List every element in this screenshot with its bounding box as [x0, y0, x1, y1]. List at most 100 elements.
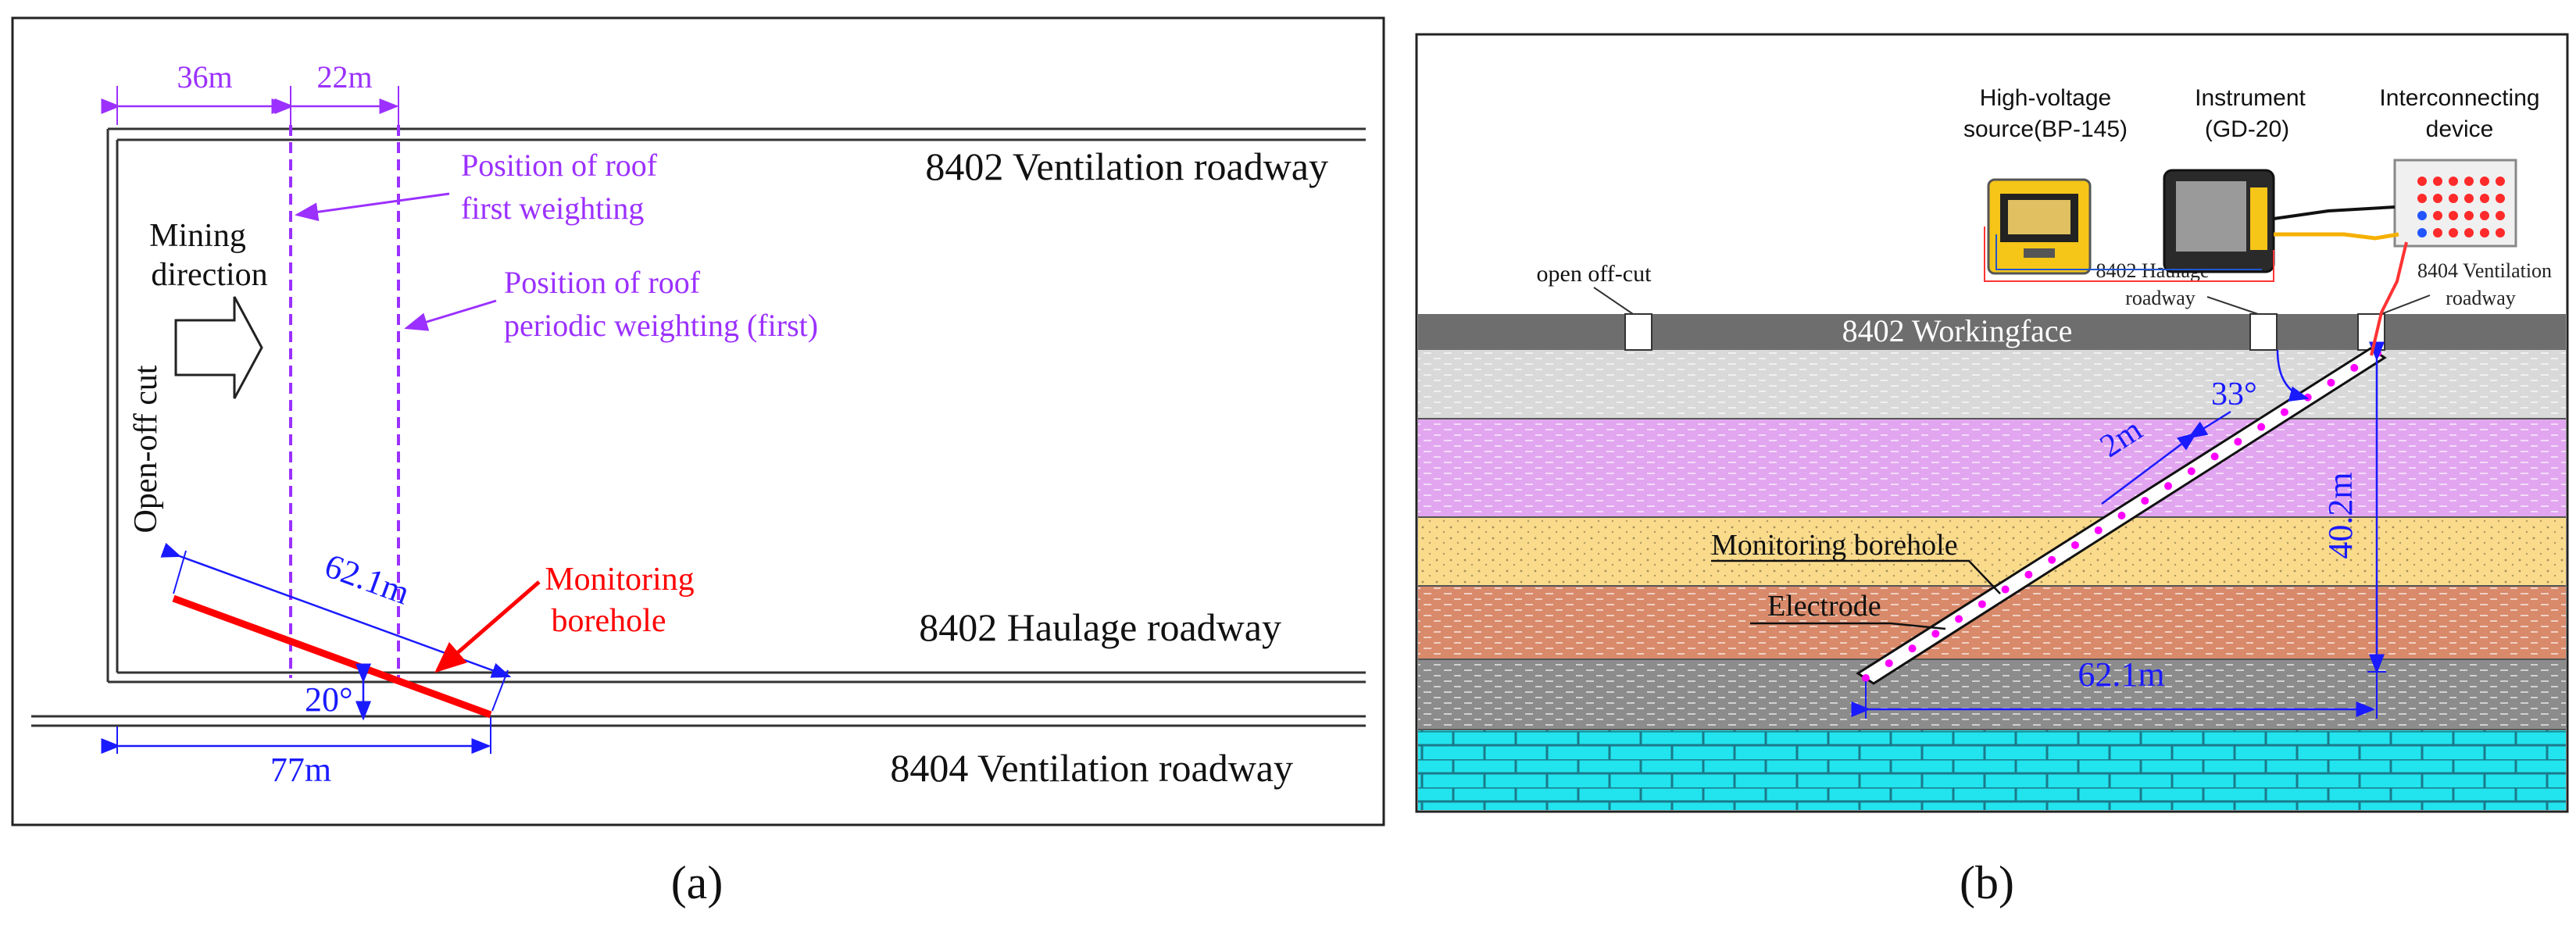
open-off-cut-label: Open-off cut [128, 365, 164, 533]
high-voltage-source-icon [1987, 178, 2092, 275]
cable-red-source [1984, 227, 2274, 282]
interconnect-label-2: device [2426, 116, 2494, 142]
connector-port-icon [2464, 211, 2474, 220]
electrode-dot [1978, 600, 1986, 609]
connector-port-icon [2449, 211, 2458, 220]
electrode-dot [2024, 570, 2033, 579]
connector-port-icon [2480, 228, 2489, 237]
connector-port-icon [2480, 177, 2489, 186]
connector-port-icon [2496, 177, 2505, 186]
vent-label-1: 8404 Ventilation [2417, 259, 2552, 282]
angle-label: 20° [305, 680, 353, 719]
electrode-label: Electrode [1767, 590, 1881, 623]
electrode-dot [2117, 512, 2126, 519]
hv-source-label-2: source(BP-145) [1963, 116, 2128, 142]
connector-port-icon [2480, 194, 2489, 203]
electrode-dot [1955, 615, 1963, 623]
connector-port-icon [2417, 211, 2427, 220]
connector-port-icon [2417, 228, 2427, 237]
layer-6-limestone [1418, 730, 2566, 810]
electrode-dot [2374, 349, 2381, 357]
connector-port-icon [2464, 194, 2474, 203]
connector-port-icon [2464, 228, 2474, 237]
monitoring-borehole-arrow [434, 580, 541, 673]
mining-direction-arrow-icon [174, 296, 263, 399]
workingface-label: 8402 Workingface [1842, 313, 2073, 348]
electrode-dot [1885, 659, 1893, 668]
connector-port-icon [2449, 177, 2458, 186]
cable-blue-source [1995, 234, 2262, 270]
connector-port-icon [2496, 194, 2505, 203]
electrode-dot [1908, 644, 1917, 653]
hv-source-label-1: High-voltage [1980, 85, 2111, 111]
electrode-dot [2070, 541, 2079, 549]
connector-port-icon [2496, 228, 2505, 237]
electrode-dot [2327, 378, 2335, 387]
ventilation-roadway-8404-label: 8404 Ventilation roadway [890, 746, 1293, 790]
haulage-roadway-opening [2249, 313, 2278, 351]
connector-port-icon [2496, 211, 2505, 220]
periodic-weighting-arrow [404, 299, 497, 331]
instrument-label-1: Instrument [2195, 85, 2306, 111]
connector-port-icon [2417, 194, 2427, 203]
cable-yellow [2274, 232, 2399, 241]
electrode-dot [2234, 437, 2242, 446]
cable-black [2273, 205, 2396, 220]
electrode-dot [2210, 452, 2219, 461]
electrode-dot [2094, 526, 2103, 534]
connector-port-icon [2433, 177, 2442, 186]
electrode-dot [1862, 674, 1870, 682]
ventilation-roadway-8402-label: 8402 Ventilation roadway [925, 145, 1328, 188]
electrode-dot [2001, 585, 2010, 594]
connector-port-icon [2433, 228, 2442, 237]
connector-port-icon [2433, 211, 2442, 220]
open-off-cut-opening [1624, 313, 1652, 351]
panel-b: 8402 Workingface open off-cut 8402 Haula… [1415, 33, 2569, 908]
interconnecting-device-icon [2393, 159, 2517, 248]
electrodes [1862, 349, 2381, 682]
panel-a: 36m 22m Position of roof first weighting… [11, 16, 1385, 908]
electrode-dot [2164, 482, 2173, 491]
electrode-dot [2141, 497, 2149, 505]
electrode-dot [2280, 408, 2288, 416]
angle-label-b: 33° [2211, 377, 2257, 412]
haulage-roadway-8402-label: 8402 Haulage roadway [919, 605, 1281, 649]
cable-red-borehole [2370, 241, 2408, 356]
electrode-dot [2187, 467, 2195, 476]
electrode-dot [2257, 423, 2266, 431]
vent-label-2: roadway [2446, 287, 2516, 309]
dim-36-label: 36m [177, 59, 232, 95]
panel-a-caption: (a) [671, 857, 723, 908]
periodic-weighting-label-2: periodic weighting (first) [504, 308, 818, 343]
haulage-label-2: roadway [2125, 287, 2195, 309]
instrument-icon [2163, 169, 2275, 273]
connector-port-icon [2449, 228, 2458, 237]
electrode-dot [2048, 555, 2056, 564]
connector-port-icon [2480, 211, 2489, 220]
dim-77-label: 77m [270, 751, 331, 789]
monitoring-borehole-label-1: Monitoring [545, 562, 694, 598]
first-weighting-label-2: first weighting [461, 191, 644, 226]
length-label: 62.1m [2078, 655, 2164, 694]
mining-direction-label-1: Mining [149, 218, 246, 254]
panel-b-caption: (b) [1960, 857, 2014, 908]
depth-label: 40.2m [2321, 472, 2360, 559]
first-weighting-label-1: Position of roof [461, 148, 658, 183]
periodic-weighting-label-1: Position of roof [504, 265, 701, 300]
dim-22-label: 22m [316, 59, 372, 95]
connector-port-icon [2417, 177, 2427, 186]
connector-port-icon [2464, 177, 2474, 186]
connector-port-icon [2449, 194, 2458, 203]
interconnect-label-1: Interconnecting [2379, 85, 2539, 111]
mining-direction-label-2: direction [151, 257, 267, 293]
electrode-dot [2350, 363, 2359, 372]
monitoring-borehole-label-2: borehole [552, 603, 666, 639]
first-weighting-arrow [295, 192, 450, 222]
open-off-cut-label-b: open off-cut [1537, 261, 1652, 287]
electrode-dot [1931, 630, 1940, 638]
monitoring-borehole-label-b: Monitoring borehole [1711, 529, 1958, 562]
connector-port-icon [2433, 194, 2442, 203]
panel-a-frame [11, 16, 1385, 826]
instrument-label-2: (GD-20) [2205, 116, 2289, 142]
